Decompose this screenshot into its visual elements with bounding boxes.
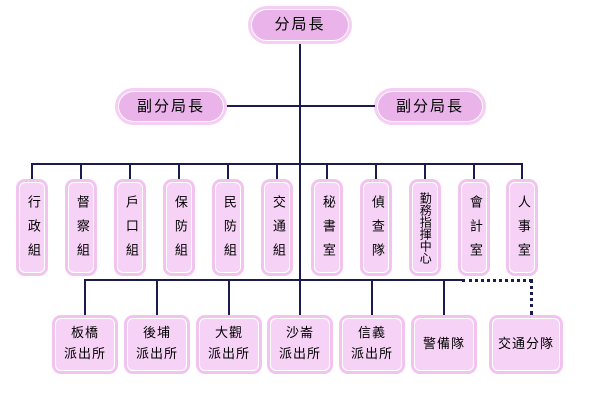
node-inspector[interactable]: 督察組 xyxy=(65,179,97,276)
node-accounting[interactable]: 會計室 xyxy=(458,179,490,276)
drop-line-command-center xyxy=(424,163,426,179)
drop-line-daguan xyxy=(228,279,230,315)
drop-line-banqiao xyxy=(84,279,86,315)
node-xinyi[interactable]: 信義 派出所 xyxy=(339,315,405,374)
node-traffic-squad-label: 交通分隊 xyxy=(497,336,554,352)
node-investigation[interactable]: 偵查隊 xyxy=(360,179,392,276)
drop-line-admin xyxy=(31,163,33,179)
dotted-connector-traffic-squad-vertical xyxy=(530,279,533,315)
node-chief-label: 分局長 xyxy=(274,15,326,34)
dotted-connector-traffic-squad-horizontal xyxy=(462,279,532,282)
node-guard-unit-label: 警備隊 xyxy=(422,336,465,352)
node-civil-defense[interactable]: 民防組 xyxy=(212,179,244,276)
node-deputy-right-label: 副分局長 xyxy=(395,96,464,115)
node-traffic-label: 交通組 xyxy=(269,194,285,267)
node-houbu[interactable]: 後埔 派出所 xyxy=(124,315,190,374)
node-traffic-squad[interactable]: 交通分隊 xyxy=(489,315,563,374)
node-command-center[interactable]: 勤務指揮中心 xyxy=(409,179,441,276)
node-guard-unit[interactable]: 警備隊 xyxy=(411,315,477,374)
drop-line-shalun xyxy=(299,279,301,315)
drop-line-personnel xyxy=(521,163,523,179)
node-inspector-label: 督察組 xyxy=(73,194,89,267)
drop-line-investigation xyxy=(375,163,377,179)
node-xinyi-label: 信義 派出所 xyxy=(350,326,393,362)
node-accounting-label: 會計室 xyxy=(466,194,482,267)
node-daguan-label: 大觀 派出所 xyxy=(207,326,250,362)
node-admin-label: 行政組 xyxy=(24,194,40,267)
node-investigation-label: 偵查隊 xyxy=(368,194,384,267)
node-banqiao-label: 板橋 派出所 xyxy=(63,326,106,362)
drop-line-security-defense xyxy=(178,163,180,179)
drop-line-accounting xyxy=(473,163,475,179)
node-deputy-right[interactable]: 副分局長 xyxy=(374,88,486,125)
drop-line-houbu xyxy=(156,279,158,315)
node-personnel-label: 人事室 xyxy=(514,194,530,267)
node-deputy-left-label: 副分局長 xyxy=(136,96,205,115)
node-command-center-label: 勤務指揮中心 xyxy=(418,191,433,264)
connector-deputy-right xyxy=(300,105,375,107)
drop-line-secretary xyxy=(326,163,328,179)
node-traffic[interactable]: 交通組 xyxy=(261,179,293,276)
node-civil-defense-label: 民防組 xyxy=(220,194,236,267)
drop-line-household xyxy=(129,163,131,179)
drop-line-civil-defense xyxy=(227,163,229,179)
node-secretary-label: 秘書室 xyxy=(319,194,335,267)
drop-line-inspector xyxy=(80,163,82,179)
node-deputy-left[interactable]: 副分局長 xyxy=(115,88,227,125)
node-household[interactable]: 戶口組 xyxy=(114,179,146,276)
node-houbu-label: 後埔 派出所 xyxy=(135,326,178,362)
bus-line-stations xyxy=(84,279,464,281)
drop-line-guard-unit xyxy=(443,279,445,315)
node-chief[interactable]: 分局長 xyxy=(248,6,352,44)
node-secretary[interactable]: 秘書室 xyxy=(311,179,343,276)
node-security-defense[interactable]: 保防組 xyxy=(163,179,195,276)
node-security-defense-label: 保防組 xyxy=(171,194,187,267)
node-shalun-label: 沙崙 派出所 xyxy=(278,326,321,362)
drop-line-xinyi xyxy=(371,279,373,315)
node-daguan[interactable]: 大觀 派出所 xyxy=(196,315,262,374)
trunk-line-vertical xyxy=(299,44,301,279)
node-personnel[interactable]: 人事室 xyxy=(506,179,538,276)
node-banqiao[interactable]: 板橋 派出所 xyxy=(52,315,118,374)
node-admin[interactable]: 行政組 xyxy=(16,179,48,276)
connector-deputy-left xyxy=(227,105,300,107)
drop-line-traffic xyxy=(276,163,278,179)
node-shalun[interactable]: 沙崙 派出所 xyxy=(267,315,333,374)
node-household-label: 戶口組 xyxy=(122,194,138,267)
